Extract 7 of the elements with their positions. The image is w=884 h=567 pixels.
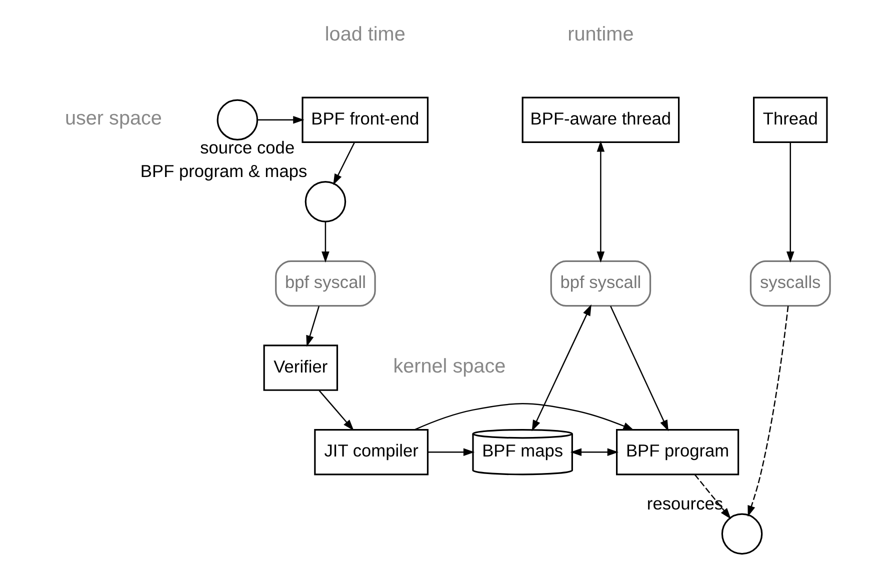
label: kernel space: [393, 356, 506, 378]
label: load time: [324, 23, 406, 46]
node-label: resources: [646, 493, 724, 514]
label: runtime: [568, 23, 634, 46]
node-label: source code: [200, 138, 295, 158]
label: user space: [64, 108, 162, 130]
node-label: BPF program & maps: [140, 161, 308, 182]
